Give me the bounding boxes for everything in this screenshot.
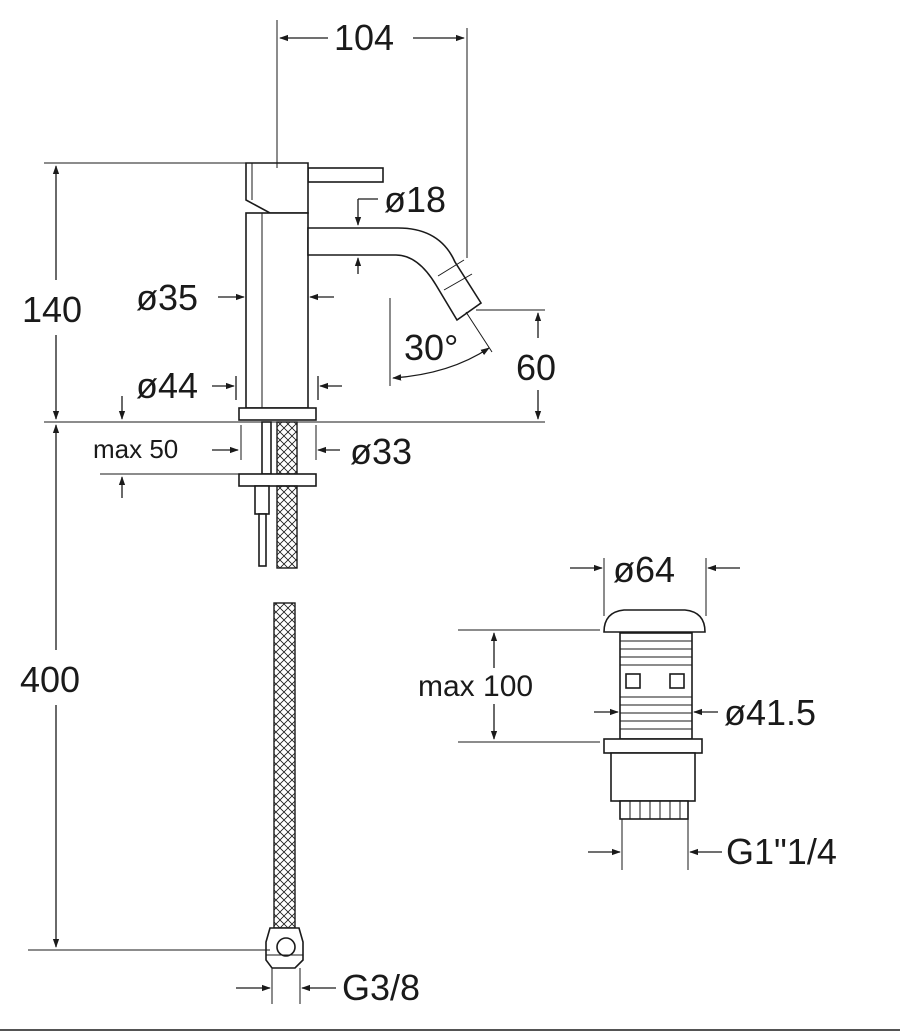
click-clack-waste bbox=[603, 609, 706, 820]
basin-tap bbox=[238, 162, 483, 969]
tap-shank bbox=[261, 421, 272, 475]
tap-cap bbox=[245, 162, 309, 214]
supply-hose-lower bbox=[273, 602, 296, 929]
label-cap-diameter: ø64 bbox=[613, 549, 675, 590]
tap-spout bbox=[307, 227, 483, 322]
label-body-diameter: ø35 bbox=[136, 277, 198, 318]
waste-threads bbox=[620, 640, 692, 730]
tap-body bbox=[245, 212, 309, 409]
label-max-deck: max 50 bbox=[93, 434, 178, 464]
tap-base bbox=[238, 407, 317, 421]
label-hose-length: 400 bbox=[20, 659, 80, 700]
tap-labels: 104 ø18 140 ø35 30° 60 ø44 max 50 ø33 40… bbox=[20, 17, 556, 1008]
waste-lower-body bbox=[610, 752, 696, 802]
label-spout-diameter: ø18 bbox=[384, 179, 446, 220]
label-spout-angle: 30° bbox=[404, 327, 458, 368]
waste-labels: ø64 max 100 ø41.5 G1"1/4 bbox=[418, 549, 837, 872]
label-max-height: max 100 bbox=[418, 670, 533, 703]
label-total-height: 140 bbox=[22, 289, 82, 330]
label-hose-connection: G3/8 bbox=[342, 967, 420, 1008]
tap-lever bbox=[307, 167, 384, 183]
tap-dimension-lines bbox=[28, 20, 545, 1004]
waste-spigot bbox=[619, 800, 689, 820]
waste-cap bbox=[603, 609, 706, 633]
label-shank-diameter: ø33 bbox=[350, 431, 412, 472]
fixing-plate bbox=[238, 473, 317, 487]
label-spout-height: 60 bbox=[516, 347, 556, 388]
supply-hose-upper bbox=[276, 485, 298, 569]
label-waste-body-diameter: ø41.5 bbox=[724, 692, 816, 733]
waste-flange bbox=[603, 738, 703, 754]
label-spout-reach: 104 bbox=[334, 17, 394, 58]
label-waste-thread: G1"1/4 bbox=[726, 831, 837, 872]
waste-dimension-lines bbox=[458, 558, 740, 870]
label-base-diameter: ø44 bbox=[136, 365, 198, 406]
